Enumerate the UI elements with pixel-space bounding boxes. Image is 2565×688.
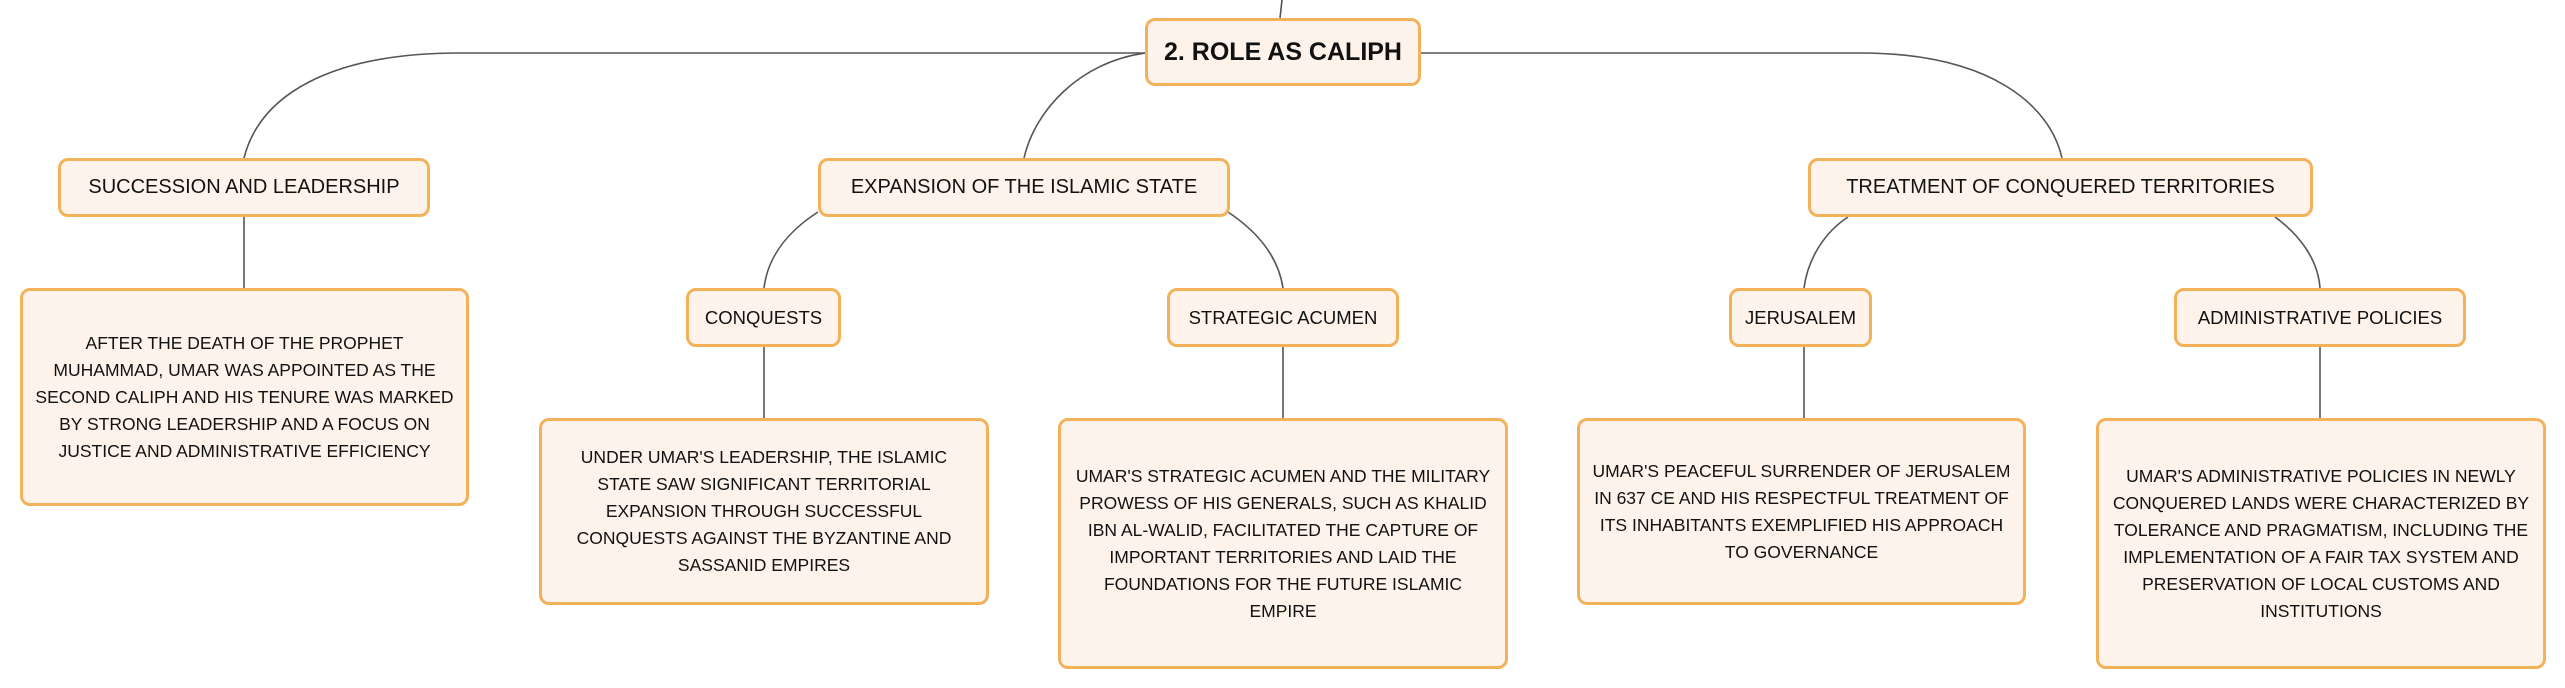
node-strategic-acumen[interactable]: STRATEGIC ACUMEN [1167, 288, 1399, 347]
detail-succession: AFTER THE DEATH OF THE PROPHET MUHAMMAD,… [20, 288, 469, 506]
connector-treatment-admin [2274, 216, 2321, 289]
connector-root-parent [1279, 0, 1283, 19]
node-jerusalem[interactable]: JERUSALEM [1729, 288, 1872, 347]
node-conquests[interactable]: CONQUESTS [686, 288, 841, 347]
branch-succession-and-leadership[interactable]: SUCCESSION AND LEADERSHIP [58, 158, 430, 217]
branch-treatment-of-conquered-territories[interactable]: TREATMENT OF CONQUERED TERRITORIES [1808, 158, 2313, 217]
connector-expansion-strategic [1227, 211, 1284, 289]
connector-expansion-conquests [763, 211, 819, 289]
detail-conquests: UNDER UMAR'S LEADERSHIP, THE ISLAMIC STA… [539, 418, 989, 605]
detail-strategic-acumen: UMAR'S STRATEGIC ACUMEN AND THE MILITARY… [1058, 418, 1508, 669]
connector-root-expansion [1023, 52, 1146, 159]
branch-expansion-of-the-islamic-state[interactable]: EXPANSION OF THE ISLAMIC STATE [818, 158, 1230, 217]
detail-jerusalem: UMAR'S PEACEFUL SURRENDER OF JERUSALEM I… [1577, 418, 2026, 605]
connector-treatment-jerusalem [1803, 216, 1849, 289]
node-administrative-policies[interactable]: ADMINISTRATIVE POLICIES [2174, 288, 2466, 347]
connector-root-treatment [1420, 52, 2063, 159]
connector-root-succession [243, 52, 1145, 159]
detail-administrative-policies: UMAR'S ADMINISTRATIVE POLICIES IN NEWLY … [2096, 418, 2546, 669]
root-node[interactable]: 2. ROLE AS CALIPH [1145, 18, 1421, 86]
